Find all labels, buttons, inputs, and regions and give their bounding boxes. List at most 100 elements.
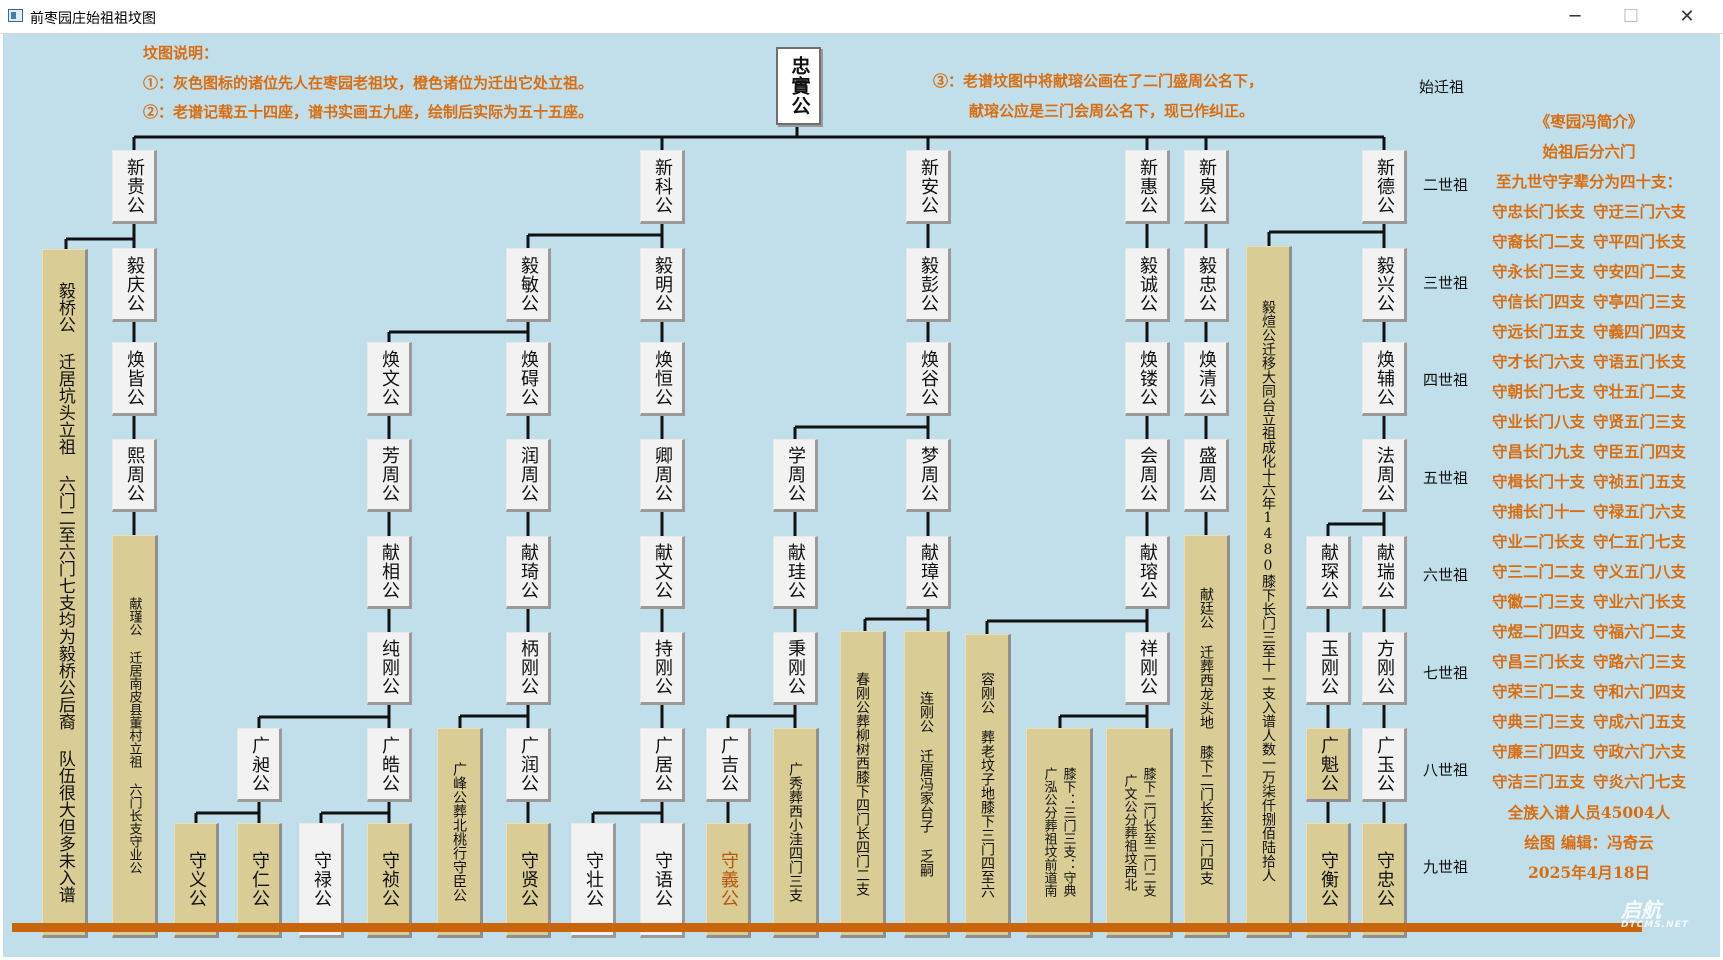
branch-row: 守裔长门二支守平四门长支 xyxy=(1466,227,1712,257)
ancestor-node[interactable]: 毅忠公 xyxy=(1184,248,1229,322)
branch-entry: 守昌长门九支 xyxy=(1491,442,1585,461)
legend-note-3a: ③：老谱坟图中将献瑢公画在了二门盛周公名下， xyxy=(933,72,1264,90)
ancestor-node[interactable]: 祥刚公 xyxy=(1125,632,1170,705)
relocated-ancestor-node[interactable]: 毅煊公迁移大同台立祖成化十六年1480膝下长门三至十一支入谱人数一万柒仟捌佰陆拾… xyxy=(1246,246,1292,938)
ancestor-node[interactable]: 焕清公 xyxy=(1184,342,1229,416)
relocated-ancestor-node[interactable]: 春刚公葬柳树西膝下四门长四门二支 xyxy=(840,631,886,938)
title-bar[interactable]: 前枣园庄始祖祖坟图 ─ ☐ ✕ xyxy=(0,0,1723,34)
ancestor-node[interactable]: 献琦公 xyxy=(506,536,551,609)
branch-entry: 守路六门三支 xyxy=(1593,652,1687,671)
ancestor-node[interactable]: 广昶公 xyxy=(237,728,282,802)
relocated-ancestor-node[interactable]: 容刚公 葬老坟子地膝下三门四至六 xyxy=(965,634,1011,938)
descendant-node[interactable]: 守忠公 xyxy=(1362,823,1407,938)
ancestor-node[interactable]: 秉刚公 xyxy=(773,632,818,705)
generation-label: 三世祖 xyxy=(1423,274,1469,292)
branch-row: 守信长门四支守亭四门三支 xyxy=(1466,287,1712,317)
root-node[interactable]: 忠實公 xyxy=(776,47,821,125)
ancestor-node[interactable]: 焕镂公 xyxy=(1125,342,1170,416)
ancestor-node[interactable]: 毅庆公 xyxy=(112,248,157,322)
descendant-node[interactable]: 守仁公 xyxy=(237,823,282,938)
ancestor-node[interactable]: 焕皆公 xyxy=(112,342,157,416)
ancestor-node[interactable]: 卿周公 xyxy=(640,439,685,512)
descendant-node[interactable]: 守義公 xyxy=(706,823,751,938)
relocated-ancestor-node[interactable]: 献瑾公 迁居南皮县董村立祖 六门长支守业公 xyxy=(112,535,158,938)
ancestor-node[interactable]: 新科公 xyxy=(640,150,685,224)
ancestor-node[interactable]: 新泉公 xyxy=(1184,150,1229,224)
ancestor-node[interactable]: 献琛公 xyxy=(1306,536,1351,609)
branch-entry: 守贤五门三支 xyxy=(1593,412,1687,431)
ancestor-node[interactable]: 持刚公 xyxy=(640,632,685,705)
branch-entry: 守政六门六支 xyxy=(1593,742,1687,761)
ancestor-node[interactable]: 毅兴公 xyxy=(1362,248,1407,322)
ancestor-node[interactable]: 润周公 xyxy=(506,439,551,512)
branch-entry: 守永长门三支 xyxy=(1491,262,1585,281)
relocated-ancestor-node[interactable]: 广文公分葬祖坟西北膝下二门长至二门二支 xyxy=(1106,728,1173,938)
ancestor-node[interactable]: 广润公 xyxy=(506,728,551,802)
ancestor-node[interactable]: 献璋公 xyxy=(906,536,951,609)
descendant-node[interactable]: 守衡公 xyxy=(1306,823,1351,938)
relocated-ancestor-node[interactable]: 毅桥公 迁居坑头立祖 六门二至六门七支均为毅桥公后裔 队伍很大但多未入谱 xyxy=(42,249,88,938)
ancestor-node[interactable]: 广皓公 xyxy=(367,728,412,802)
ancestor-node[interactable]: 焕辅公 xyxy=(1362,342,1407,416)
close-button[interactable]: ✕ xyxy=(1679,6,1695,27)
relocated-ancestor-node[interactable]: 连刚公 迁居冯家台子 乏嗣 xyxy=(904,631,950,938)
descendant-node[interactable]: 守禄公 xyxy=(299,823,344,938)
branch-entry: 守荣三门二支 xyxy=(1491,682,1585,701)
ancestor-node[interactable]: 献文公 xyxy=(640,536,685,609)
ancestor-node[interactable]: 广吉公 xyxy=(706,728,751,802)
relocated-ancestor-node[interactable]: 广魁公 xyxy=(1306,728,1351,802)
bottom-divider-bar xyxy=(12,923,1642,932)
descendant-node[interactable]: 守语公 xyxy=(640,823,685,938)
ancestor-node[interactable]: 方刚公 xyxy=(1362,632,1407,705)
ancestor-node[interactable]: 献瑞公 xyxy=(1362,536,1407,609)
ancestor-node[interactable]: 毅彭公 xyxy=(906,248,951,322)
ancestor-node[interactable]: 芳周公 xyxy=(367,439,412,512)
branch-entry: 守捕长门十一 xyxy=(1491,502,1585,521)
descendant-node[interactable]: 守壮公 xyxy=(571,823,616,938)
ancestor-node[interactable]: 法周公 xyxy=(1362,439,1407,512)
ancestor-node[interactable]: 学周公 xyxy=(773,439,818,512)
ancestor-node[interactable]: 梦周公 xyxy=(906,439,951,512)
ancestor-node[interactable]: 毅明公 xyxy=(640,248,685,322)
ancestor-node[interactable]: 新德公 xyxy=(1362,150,1407,224)
ancestor-node[interactable]: 献相公 xyxy=(367,536,412,609)
relocated-ancestor-node[interactable]: 广秀葬西小洼四门三支 xyxy=(773,728,819,938)
branch-entry: 守业六门长支 xyxy=(1593,592,1687,611)
ancestor-node[interactable]: 广居公 xyxy=(640,728,685,802)
descendant-node[interactable]: 守祯公 xyxy=(367,823,412,938)
ancestor-node[interactable]: 焕文公 xyxy=(367,342,412,416)
branch-entry: 守和六门四支 xyxy=(1593,682,1687,701)
ancestor-node[interactable]: 新贵公 xyxy=(112,150,157,224)
branch-entry: 守臣五门四支 xyxy=(1593,442,1687,461)
generation-label: 七世祖 xyxy=(1423,664,1469,682)
ancestor-node[interactable]: 广玉公 xyxy=(1362,728,1407,802)
ancestor-node[interactable]: 柄刚公 xyxy=(506,632,551,705)
minimize-button[interactable]: ─ xyxy=(1569,6,1581,27)
ancestor-node[interactable]: 焕恒公 xyxy=(640,342,685,416)
ancestor-node[interactable]: 新安公 xyxy=(906,150,951,224)
ancestor-node[interactable]: 毅诚公 xyxy=(1125,248,1170,322)
ancestor-node[interactable]: 毅敏公 xyxy=(506,248,551,322)
ancestor-node[interactable]: 会周公 xyxy=(1125,439,1170,512)
ancestor-node[interactable]: 献珪公 xyxy=(773,536,818,609)
generation-label: 四世祖 xyxy=(1423,371,1469,389)
branch-row: 守业二门长支守仁五门七支 xyxy=(1466,527,1712,557)
ancestor-node[interactable]: 新惠公 xyxy=(1125,150,1170,224)
descendant-node[interactable]: 守贤公 xyxy=(506,823,551,938)
ancestor-node[interactable]: 献瑢公 xyxy=(1125,536,1170,609)
relocated-ancestor-node[interactable]: 献廷公 迁葬西龙头地 膝下二门长至二门四支 xyxy=(1184,535,1230,938)
branch-row: 守昌三门长支守路六门三支 xyxy=(1466,647,1712,677)
ancestor-node[interactable]: 熙周公 xyxy=(112,439,157,512)
legend-heading: 坟图说明： xyxy=(143,44,219,62)
ancestor-node[interactable]: 焕谷公 xyxy=(906,342,951,416)
ancestor-node[interactable]: 盛周公 xyxy=(1184,439,1229,512)
ancestor-node[interactable]: 纯刚公 xyxy=(367,632,412,705)
relocated-ancestor-node[interactable]: 广泓公分葬祖坟前道南膝下：三门三支：守典 xyxy=(1026,728,1093,938)
maximize-button[interactable]: ☐ xyxy=(1622,6,1640,27)
ancestor-node[interactable]: 玉刚公 xyxy=(1306,632,1351,705)
branch-row: 守远长门五支守義四门四支 xyxy=(1466,317,1712,347)
ancestor-node[interactable]: 焕碍公 xyxy=(506,342,551,416)
branch-entry: 守徽二门三支 xyxy=(1491,592,1585,611)
relocated-ancestor-node[interactable]: 广峰公葬北桃行守臣公 xyxy=(437,728,483,938)
descendant-node[interactable]: 守义公 xyxy=(174,823,219,938)
